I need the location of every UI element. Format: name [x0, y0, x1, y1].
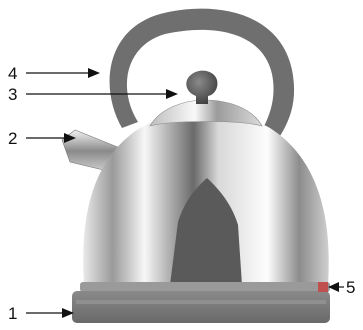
callout-label-3: 3	[8, 85, 17, 104]
power-base-top	[76, 300, 326, 304]
callout-4: 4	[8, 64, 100, 83]
arrowhead-4	[88, 68, 100, 78]
callout-label-2: 2	[8, 129, 17, 148]
callout-label-1: 1	[8, 304, 17, 323]
lid-knob	[186, 71, 217, 104]
callout-label-5: 5	[346, 278, 355, 297]
power-base	[72, 291, 330, 323]
callout-3: 3	[8, 85, 178, 104]
callout-5: 5	[328, 278, 355, 297]
power-switch	[318, 282, 328, 292]
callout-label-4: 4	[8, 64, 17, 83]
callout-1: 1	[8, 304, 74, 323]
kettle-base-ring	[80, 282, 330, 292]
arrowhead-5	[328, 282, 339, 292]
arrowhead-3	[166, 89, 178, 99]
